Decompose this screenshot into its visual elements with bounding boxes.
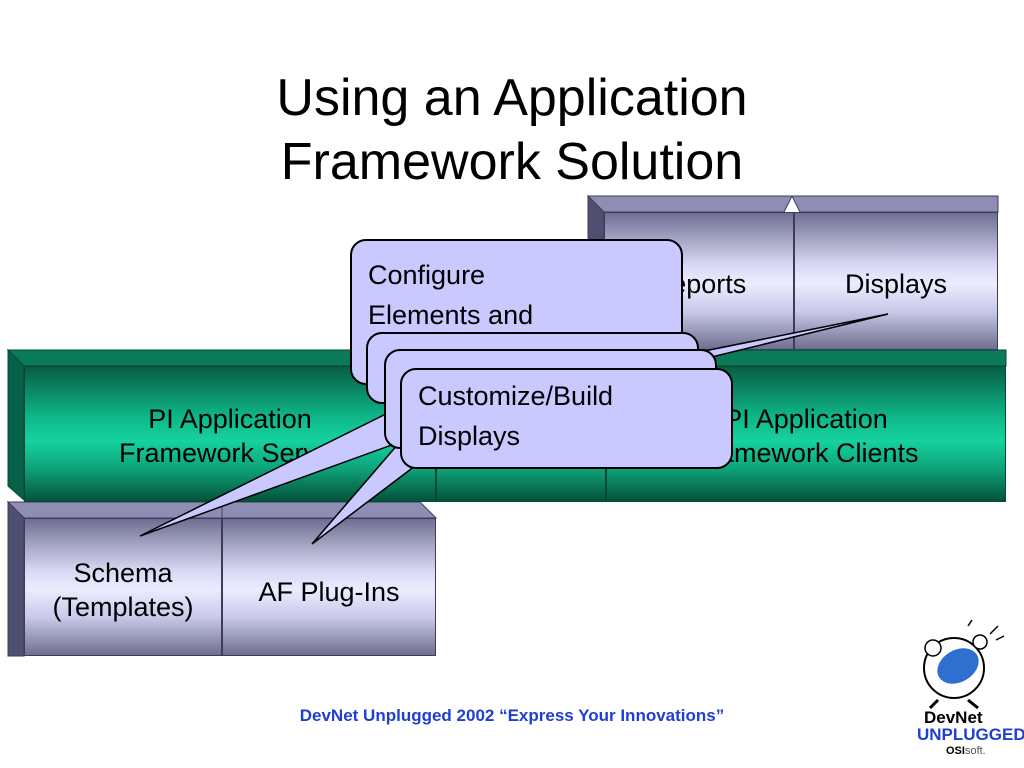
plugins-block bbox=[222, 518, 436, 656]
slide-title: Using an Application Framework Solution bbox=[0, 66, 1024, 194]
customize-callout: Customize/Build Displays bbox=[400, 368, 733, 469]
logo-devnet: DevNet bbox=[924, 708, 983, 727]
configure-line-1: Configure bbox=[368, 260, 486, 290]
schema-block-side bbox=[7, 500, 25, 657]
schema-block bbox=[24, 518, 222, 656]
schema-label: Schema (Templates) bbox=[52, 558, 194, 622]
title-line-1: Using an Application bbox=[276, 69, 748, 127]
logo-unplugged: UNPLUGGED bbox=[917, 725, 1024, 744]
customize-line-1: Customize/Build bbox=[418, 381, 614, 411]
footer-text: DevNet Unplugged 2002 “Express Your Inno… bbox=[299, 706, 725, 725]
plugins-label: AF Plug-Ins bbox=[258, 577, 400, 607]
server-label: PI Application Framework Server bbox=[118, 404, 342, 468]
logo-osisoft: OSIsoft. bbox=[946, 745, 986, 757]
displays-block-top bbox=[791, 195, 999, 213]
displays-label: Displays bbox=[844, 269, 948, 299]
devnet-mascot-icon bbox=[923, 620, 1005, 710]
title-line-2: Framework Solution bbox=[280, 133, 744, 191]
tail-to-schema bbox=[139, 410, 401, 537]
configure-line-2: Elements and bbox=[368, 300, 534, 330]
customize-line-2: Displays bbox=[418, 421, 521, 451]
